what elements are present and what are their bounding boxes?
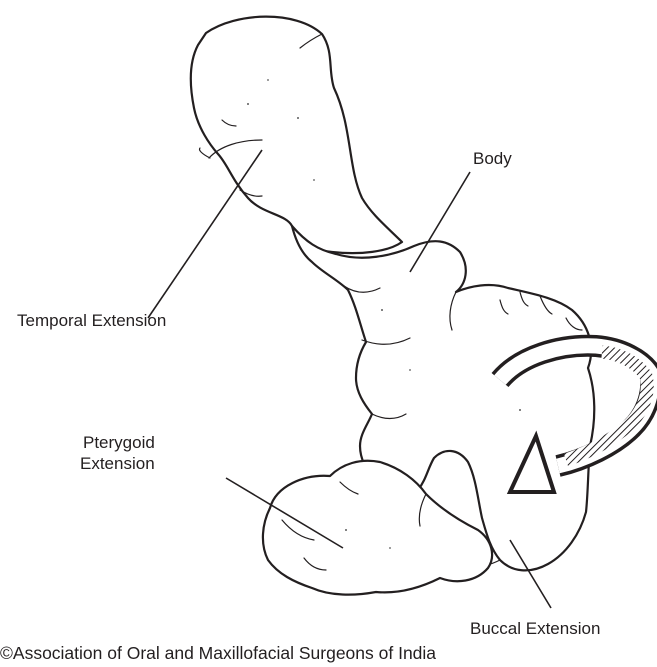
- temporal-extension-shape: [191, 17, 402, 253]
- label-temporal-extension: Temporal Extension: [17, 310, 166, 331]
- label-pterygoid-line1: Pterygoid: [80, 432, 155, 453]
- label-body: Body: [473, 148, 512, 169]
- copyright-notice: ©Association of Oral and Maxillofacial S…: [0, 643, 436, 664]
- label-pterygoid-line2: Extension: [80, 453, 155, 474]
- label-buccal-extension: Buccal Extension: [470, 618, 600, 639]
- leader-temporal: [148, 150, 262, 318]
- label-pterygoid-extension: Pterygoid Extension: [80, 432, 155, 474]
- pterygoid-extension-shape: [263, 461, 492, 595]
